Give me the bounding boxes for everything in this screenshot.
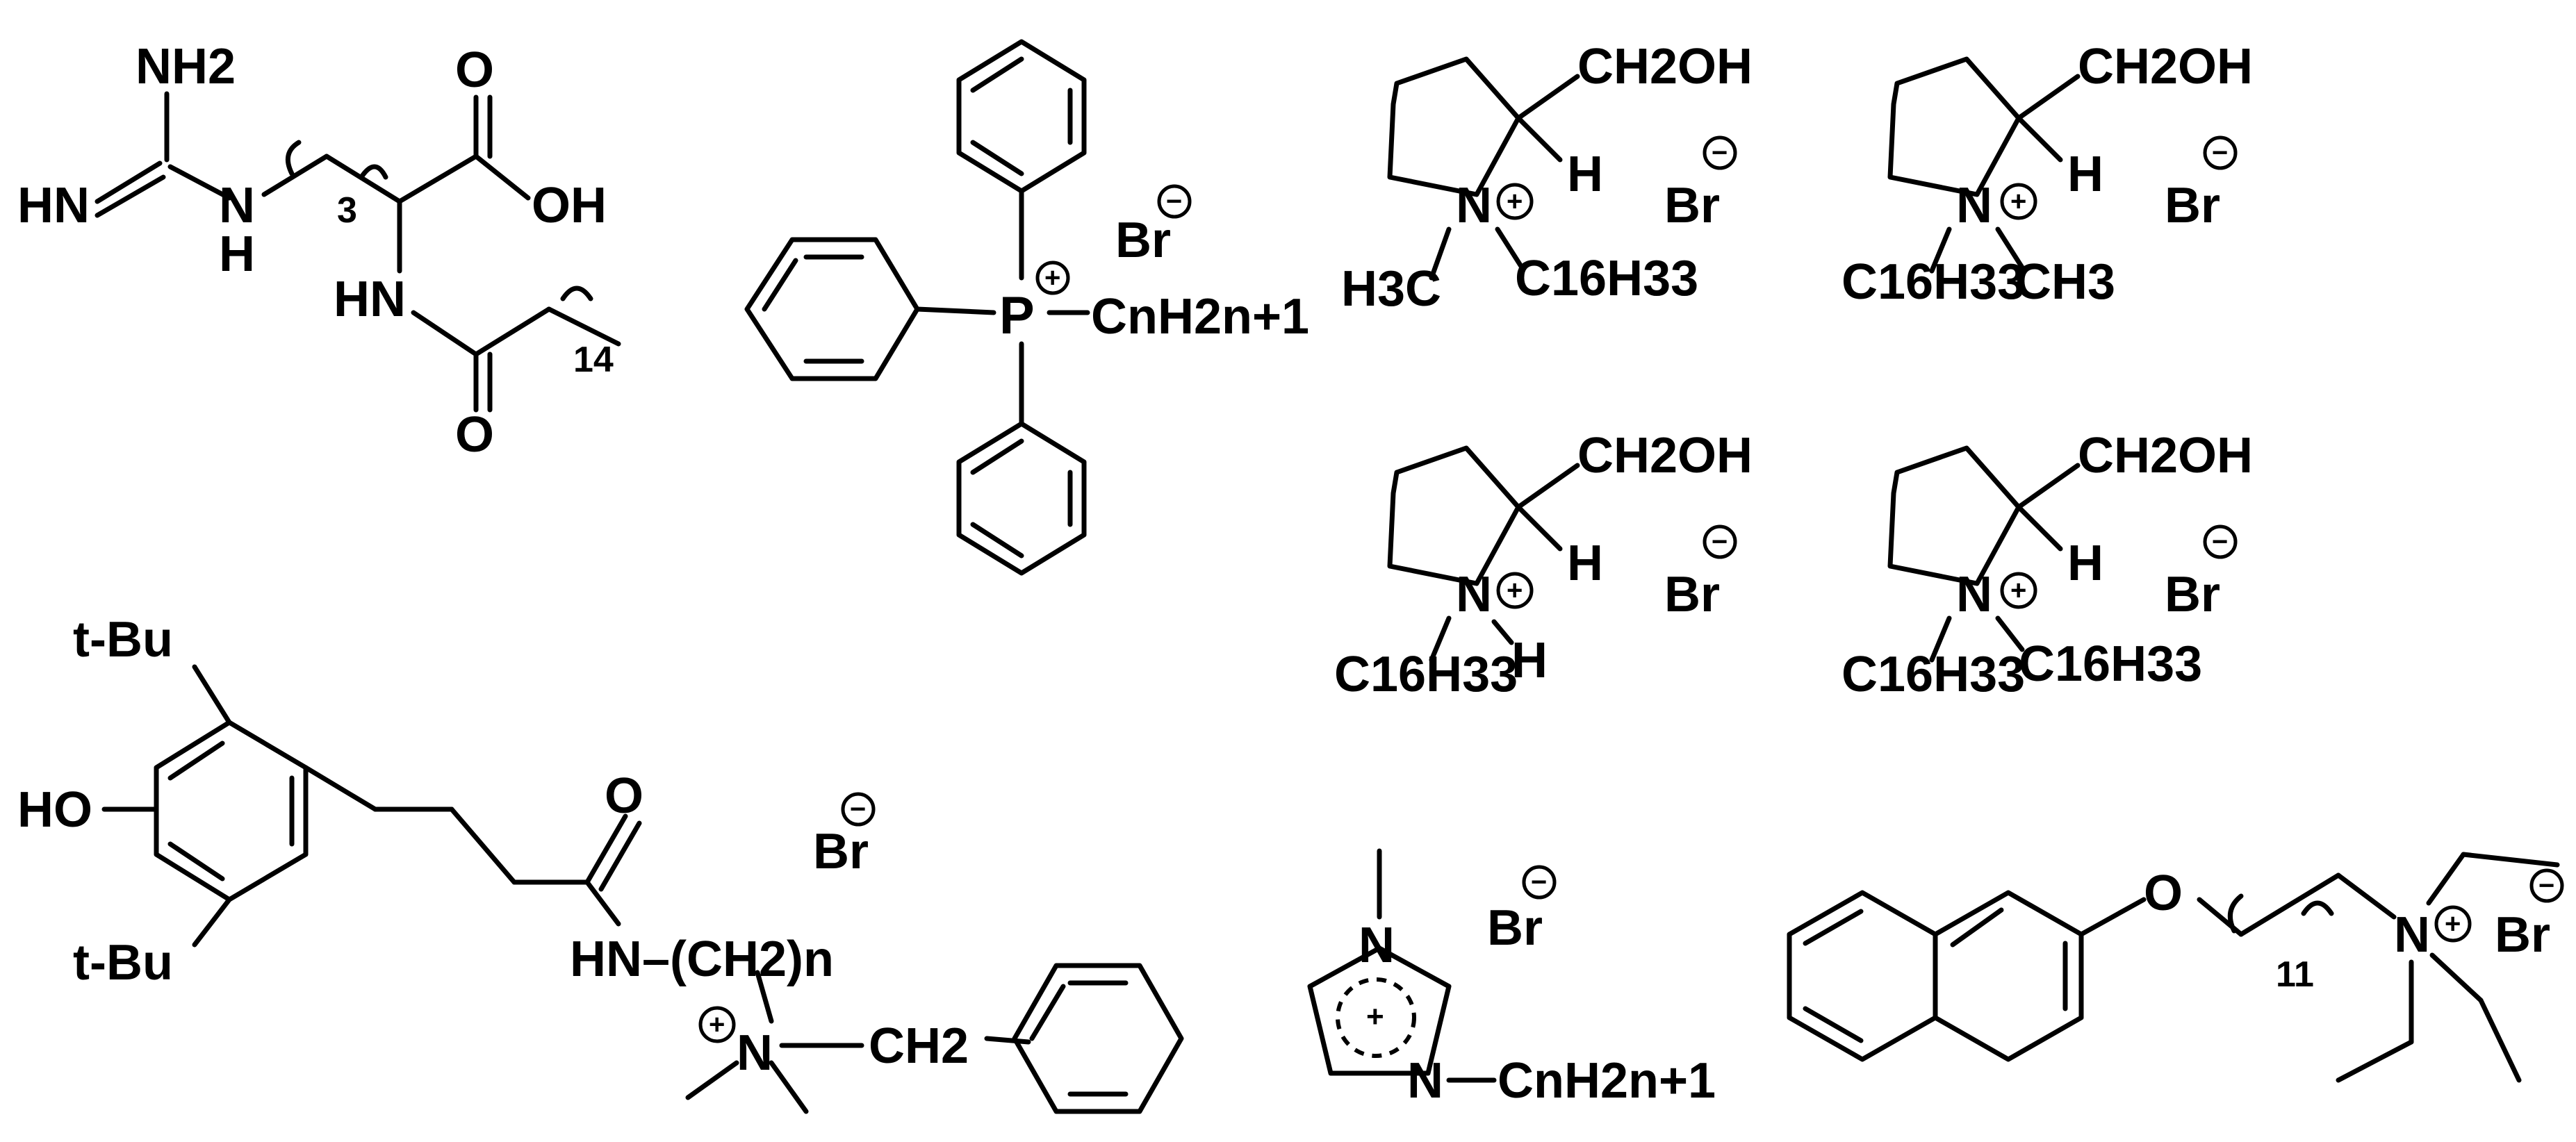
label-br: Br [2495,907,2550,963]
label-br: Br [1487,900,1543,956]
svg-text:+: + [2010,575,2026,606]
label-o-acid: O [455,42,494,98]
label-br: Br [2165,567,2220,622]
label-ch2oh: CH2OH [2078,428,2253,483]
minus-charge-icon [2203,524,2238,559]
minus-charge-icon [1703,524,1737,559]
label-h: H [2067,147,2103,202]
structure-phenol-ammonium: t-Bu HO t-Bu O HN–(CH2)n N + CH2 Br − [17,612,1184,1114]
label-repeat-14: 14 [573,340,614,380]
plus-charge-icon [2434,905,2472,943]
label-o-amide: O [605,768,643,824]
label-ch2: CH2 [869,1018,969,1074]
label-o-ether: O [2144,866,2183,921]
label-ch2oh: CH2OH [1577,39,1753,94]
label-br: Br [1664,567,1720,622]
aromatic-ring-icon [1336,977,1416,1058]
structure-pyrrolidinium-2: CH2OH H N + C16H33 CH3 Br − [1841,39,2253,310]
svg-text:−: − [1166,186,1182,217]
label-n: N [2394,907,2430,963]
label-br: Br [1664,178,1720,233]
minus-charge-icon [1157,184,1192,219]
label-nh: N [219,178,255,233]
label-tbu-bottom: t-Bu [73,935,173,991]
svg-text:+: + [1507,186,1523,217]
label-c16h33: C16H33 [2019,636,2202,692]
label-h3c: H3C [1341,261,1441,317]
label-c16h33: C16H33 [1334,647,1518,702]
label-n: N [1456,567,1492,622]
label-repeat-3: 3 [337,190,357,231]
label-n: N [1359,918,1395,973]
plus-charge-icon [698,1006,736,1043]
minus-charge-icon [1522,865,1557,900]
svg-text:−: − [1712,527,1728,557]
svg-text:−: − [2212,527,2228,557]
svg-text:−: − [1712,138,1728,168]
label-h: H [2067,536,2103,591]
plus-charge-icon [1496,572,1534,609]
svg-text:−: − [2212,138,2228,168]
label-ch2oh: CH2OH [2078,39,2253,94]
label-br-1: Br [1115,213,1171,268]
label-cnh2n1: CnH2n+1 [1091,289,1309,345]
label-c16h33: C16H33 [1841,647,2025,702]
plus-charge-icon [1496,183,1534,220]
structure-pyrrolidinium-3: CH2OH H N + C16H33 H Br − [1334,428,1753,702]
label-ch2oh: CH2OH [1577,428,1753,483]
svg-text:+: + [1044,263,1060,293]
label-br: Br [2165,178,2220,233]
label-h: H [1511,633,1548,688]
label-h: H [1567,536,1603,591]
minus-charge-icon [2529,868,2564,903]
label-repeat-11: 11 [2276,954,2314,995]
structure-naphthyl-ammonium: O 11 N + Br − [1787,852,2564,1083]
structure-pyrrolidinium-1: CH2OH H N + H3C C16H33 Br − [1341,39,1753,317]
label-c16h33: C16H33 [1515,251,1698,306]
label-hn-ch2n: HN–(CH2)n [570,932,834,987]
label-oh: OH [532,178,607,233]
svg-text:−: − [1531,867,1547,897]
svg-text:+: + [2010,186,2026,217]
label-hn: HN [17,178,90,233]
label-ho: HO [17,782,92,838]
label-cnh2n1: CnH2n+1 [1498,1053,1716,1109]
minus-charge-icon [1703,135,1737,170]
label-n: N [1407,1053,1443,1109]
svg-text:+: + [1507,575,1523,606]
svg-text:−: − [850,794,866,825]
structure-arginine-surfactant: NH2 HN N H O OH HN O 3 14 [17,39,621,463]
plus-charge-icon [2000,572,2037,609]
label-n: N [737,1025,773,1081]
svg-text:+: + [1366,1000,1384,1034]
label-hn-amide: HN [334,272,406,327]
label-h: H [1567,147,1603,202]
label-nh2: NH2 [136,39,236,94]
label-n: N [1956,567,1992,622]
label-h: H [219,226,255,282]
label-n: N [1456,178,1492,233]
structure-imidazolium: + N N CnH2n+1 Br − [1307,848,1716,1109]
svg-text:+: + [2445,909,2461,939]
structure-pyrrolidinium-4: CH2OH H N + C16H33 C16H33 Br − [1841,428,2253,702]
label-p: P [999,286,1035,345]
minus-charge-icon [2203,135,2238,170]
label-br: Br [813,824,869,879]
label-tbu-top: t-Bu [73,612,173,668]
label-o-amide: O [455,407,494,463]
plus-charge-icon [1035,260,1070,295]
svg-text:−: − [2538,870,2554,901]
minus-charge-icon [841,792,876,827]
plus-charge-icon [2000,183,2037,220]
label-n: N [1956,178,1992,233]
label-c16h33: C16H33 [1841,254,2025,310]
label-ch3: CH3 [2015,254,2115,310]
svg-text:+: + [709,1009,725,1040]
structure-phosphonium: P + CnH2n+1 Br − [744,39,1309,576]
